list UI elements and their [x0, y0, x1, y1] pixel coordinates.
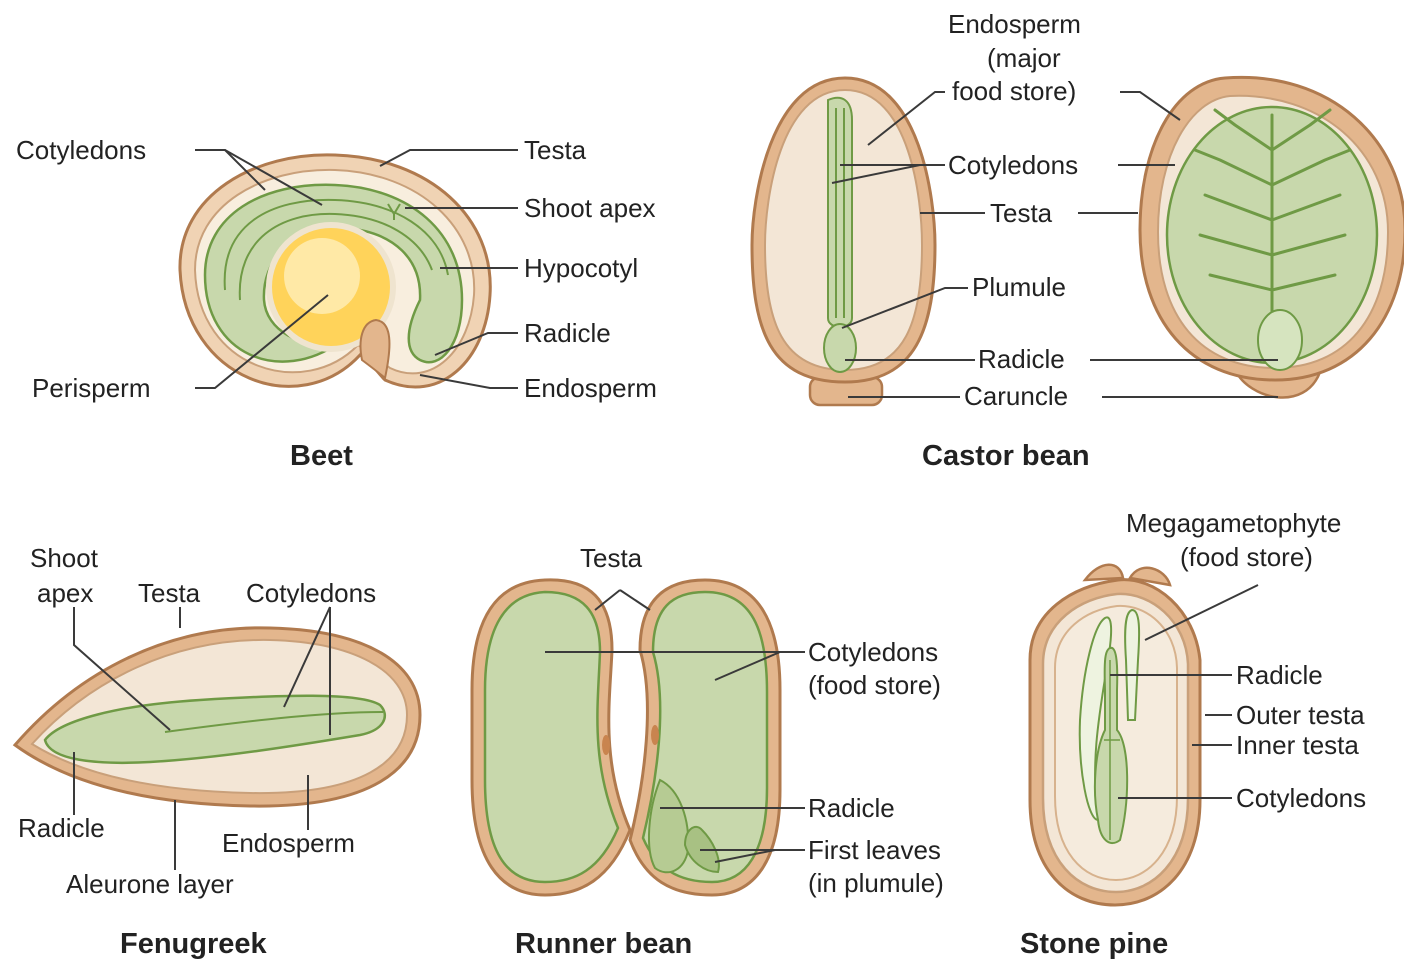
beet-label-perisperm: Perisperm	[32, 373, 150, 403]
pine-label-inner-testa: Inner testa	[1236, 730, 1359, 760]
pine-title: Stone pine	[1020, 928, 1168, 960]
castor-label-testa: Testa	[990, 198, 1053, 228]
beet-label-cotyledons: Cotyledons	[16, 135, 146, 165]
fenugreek-seed: Shoot apex Testa Cotyledons Radicle Endo…	[15, 543, 420, 960]
runner-left-cotyledon	[485, 592, 618, 882]
castor-label-endosperm-2: (major	[987, 43, 1061, 73]
beet-perisperm-highlight	[284, 238, 360, 314]
beet-radicle-notch	[361, 320, 390, 378]
fenugreek-label-endosperm: Endosperm	[222, 828, 355, 858]
fenugreek-label-testa: Testa	[138, 578, 201, 608]
castor-label-endosperm-1: Endosperm	[948, 9, 1081, 39]
stone-pine-seed: Megagametophyte (food store) Radicle Out…	[1020, 508, 1366, 960]
castor-label-endosperm-3: food store)	[952, 76, 1076, 106]
beet-title: Beet	[290, 440, 353, 472]
castor-bean-seed: Endosperm (major food store) Cotyledons …	[752, 9, 1404, 472]
beet-seed: Cotyledons Testa Shoot apex Hypocotyl Ra…	[16, 135, 657, 472]
beet-label-shoot-apex: Shoot apex	[524, 193, 656, 223]
pine-micropyle-cap	[1085, 565, 1123, 580]
castor-cotyledon	[828, 98, 852, 327]
castor-label-plumule: Plumule	[972, 272, 1066, 302]
beet-label-radicle: Radicle	[524, 318, 611, 348]
pine-label-outer-testa: Outer testa	[1236, 700, 1365, 730]
fenugreek-label-shoot-2: apex	[37, 578, 93, 608]
runner-hilum-left	[602, 735, 610, 755]
fenugreek-label-cotyledons: Cotyledons	[246, 578, 376, 608]
fenugreek-label-aleurone: Aleurone layer	[66, 869, 234, 899]
runner-bean-seed: Testa Cotyledons (food store) Radicle Fi…	[472, 543, 944, 960]
pine-label-mega-1: Megagametophyte	[1126, 508, 1341, 538]
castor-title: Castor bean	[922, 440, 1090, 472]
runner-hilum-right	[651, 725, 659, 745]
fenugreek-label-radicle: Radicle	[18, 813, 105, 843]
pine-label-cotyledons: Cotyledons	[1236, 783, 1366, 813]
pine-label-radicle: Radicle	[1236, 660, 1323, 690]
fenugreek-label-shoot-1: Shoot	[30, 543, 99, 573]
runner-label-radicle: Radicle	[808, 793, 895, 823]
pine-label-mega-2: (food store)	[1180, 542, 1313, 572]
runner-label-leaves-1: First leaves	[808, 835, 941, 865]
runner-label-leaves-2: (in plumule)	[808, 868, 944, 898]
runner-label-testa: Testa	[580, 543, 643, 573]
beet-label-testa: Testa	[524, 135, 587, 165]
castor-radicle	[824, 324, 856, 372]
castor-label-cotyledons: Cotyledons	[948, 150, 1078, 180]
castor-label-caruncle: Caruncle	[964, 381, 1068, 411]
fenugreek-title: Fenugreek	[120, 928, 268, 960]
runner-label-cotyledons-2: (food store)	[808, 670, 941, 700]
beet-label-hypocotyl: Hypocotyl	[524, 253, 638, 283]
runner-label-cotyledons-1: Cotyledons	[808, 637, 938, 667]
castor-label-radicle: Radicle	[978, 344, 1065, 374]
runner-title: Runner bean	[515, 928, 692, 960]
beet-label-endosperm: Endosperm	[524, 373, 657, 403]
